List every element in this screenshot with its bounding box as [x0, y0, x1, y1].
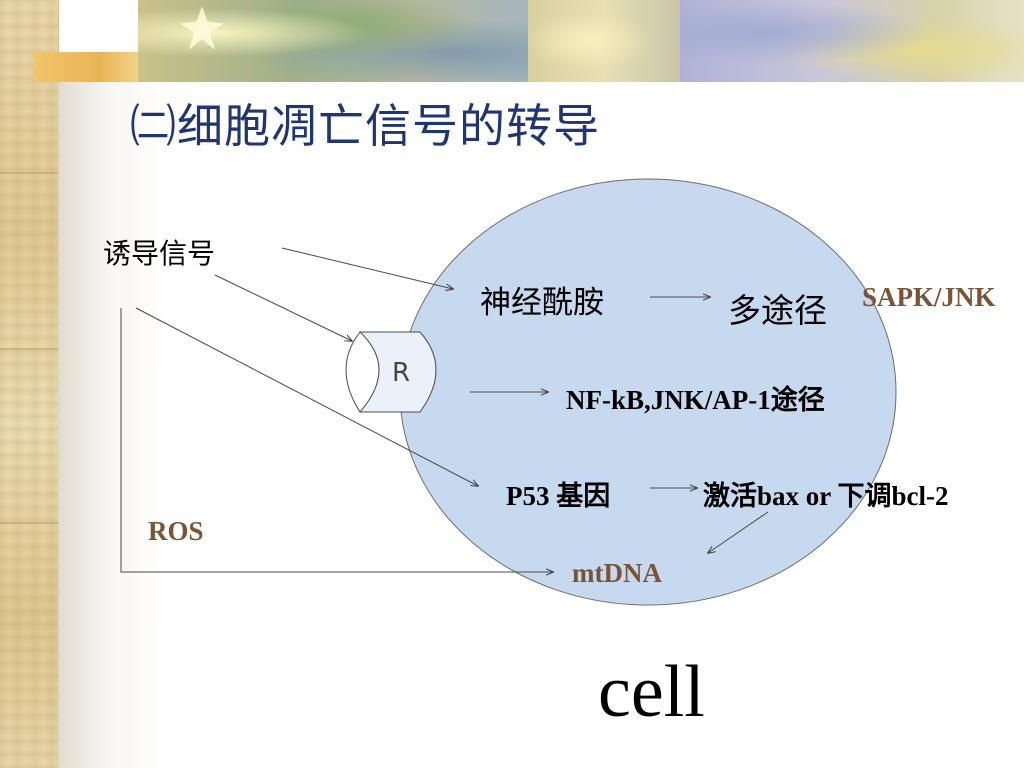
nfkb-pathway-label: NF-kB,JNK/AP-1途径: [566, 385, 825, 415]
arrow-signal-to-receptor: [214, 274, 352, 341]
induce-signal-label: 诱导信号: [103, 237, 216, 270]
cell-label: cell: [598, 651, 705, 733]
receptor-label: R: [392, 358, 411, 388]
receptor-edge: [345, 331, 361, 413]
p53-label: P53 基因: [506, 481, 611, 511]
bax-bcl2-label: 激活bax or 下调bcl-2: [703, 481, 949, 511]
strip-seam: [0, 172, 58, 174]
ros-label: ROS: [148, 516, 204, 546]
arrow-signal-to-p53: [135, 307, 478, 486]
arrow-signal-to-ceramide: [281, 247, 453, 289]
arrow-bax-to-mtdna: [708, 511, 769, 553]
receptor-shape: [358, 331, 437, 413]
banner-flower-image: [680, 0, 1024, 82]
multi-pathway-label: 多途径: [728, 291, 827, 330]
slide-title: ㈡细胞凋亡信号的转导: [130, 99, 600, 153]
strip-seam: [0, 522, 58, 524]
banner-gold-tab: [34, 52, 144, 82]
banner-light-image: [528, 0, 680, 82]
page-shadow: [58, 80, 168, 768]
line-ros-path: [120, 308, 339, 573]
sapk-jnk-label: SAPK/JNK: [862, 282, 996, 312]
mtdna-label: mtDNA: [572, 558, 662, 588]
ceramide-label: 神经酰胺: [480, 285, 604, 321]
strip-seam: [0, 348, 58, 350]
